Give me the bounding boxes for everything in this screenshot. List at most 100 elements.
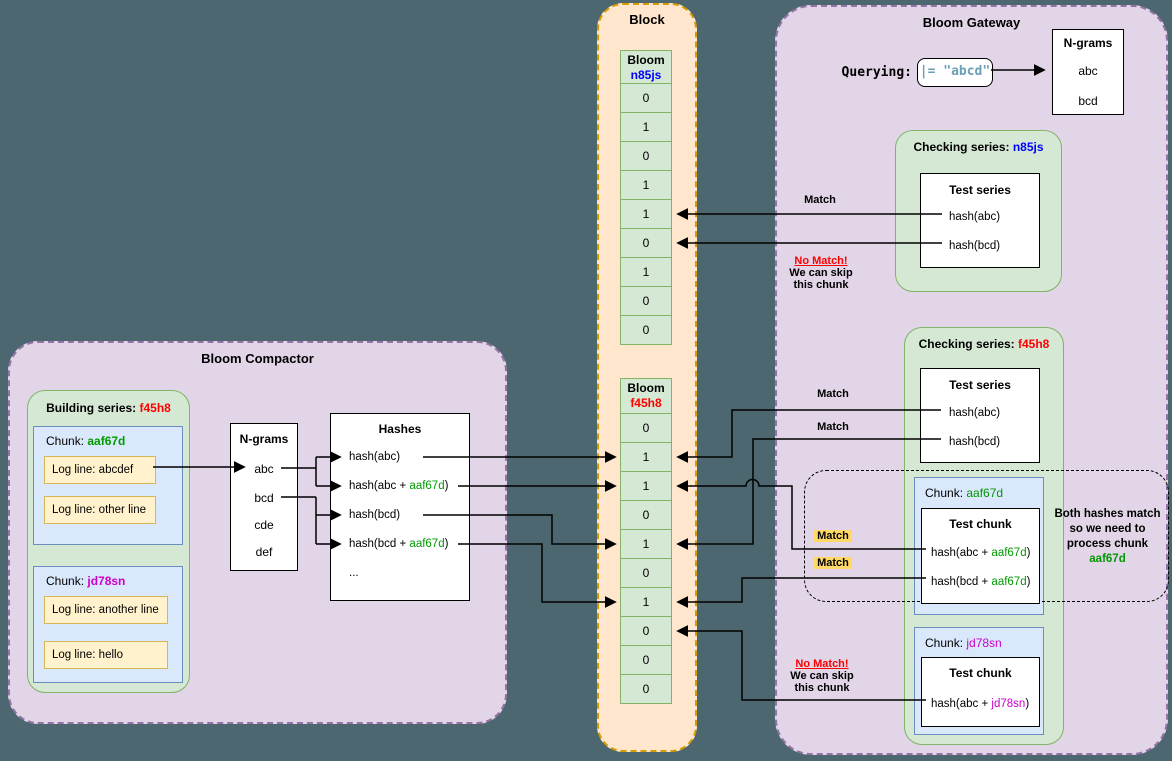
checking-label: Checking series: (913, 140, 1013, 154)
skip-line-2: this chunk (793, 279, 849, 291)
test-hash-abc: hash(abc) (949, 211, 1001, 223)
ngrams-right-box: N-grams abc bcd (1052, 29, 1124, 115)
no-match-label: No Match! (795, 658, 849, 670)
hash-item-ellipsis: ... (349, 567, 359, 579)
match-highlighted: Match (814, 530, 852, 542)
bloom-bit: 1 (620, 471, 672, 501)
checking-series-id: n85js (1012, 140, 1044, 154)
bloom-f45h8-header: Bloom f45h8 (620, 378, 672, 414)
bloom-bit: 0 (620, 645, 672, 675)
chunk-id: aaf67d (87, 434, 126, 448)
bloom-series-id: n85js (630, 68, 662, 82)
bloom-bit: 0 (620, 616, 672, 646)
bloom-bit: 0 (620, 500, 672, 530)
gateway-chunk-jd78sn-label: Chunk: jd78sn (925, 636, 1002, 650)
skip-line-1: We can skip (790, 670, 854, 682)
ngrams-left-title: N-grams (239, 432, 289, 446)
ngram-item: abc (1078, 64, 1098, 78)
hash-item-abc: hash(abc) (349, 451, 401, 463)
ngram-item: bcd (1078, 94, 1098, 108)
match-label-chunk-bcd: Match (803, 557, 863, 569)
bloom-bit: 0 (620, 83, 672, 113)
ngrams-left-box: N-grams abc bcd cde def (230, 423, 298, 571)
checking-series-f45h8-box: Checking series: f45h8 Test series hash(… (804, 327, 1169, 745)
skip-line-1: We can skip (789, 267, 853, 279)
chunk-aaf67d-label: Chunk: aaf67d (46, 434, 125, 448)
test-series-f45h8-box: Test series hash(abc) hash(bcd) (920, 368, 1040, 463)
test-chunk-title: Test chunk (949, 666, 1012, 680)
hash-pre: hash(bcd + (931, 576, 992, 588)
test-hash-bcd: hash(bcd) (949, 436, 1001, 448)
test-chunk-hash-bcd-aaf67d: hash(bcd + aaf67d) (931, 576, 1030, 588)
test-chunk-jd78sn-box: Test chunk hash(abc + jd78sn) (921, 657, 1040, 727)
log-line-hello: Log line: hello (44, 641, 168, 669)
bloom-compactor-title: Bloom Compactor (201, 351, 314, 366)
hash-pre: hash(abc + (349, 480, 410, 492)
block-title: Block (629, 12, 665, 27)
hash-pre: hash(abc + (931, 698, 992, 710)
ngrams-right-title: N-grams (1063, 36, 1113, 50)
bloom-bit: 0 (620, 558, 672, 588)
ngram-item: bcd (254, 491, 274, 505)
bloom-gateway-container: Bloom Gateway Querying: |= "abcd" N-gram… (775, 5, 1169, 755)
match-label-f45h8-abc: Match (817, 388, 849, 400)
hash-post: ) (1026, 547, 1031, 559)
bloom-bit: 0 (620, 413, 672, 443)
bloom-bit: 1 (620, 587, 672, 617)
bloom-bit: 0 (620, 674, 672, 704)
bloom-gateway-title: Bloom Gateway (922, 15, 1021, 30)
hash-id: aaf67d (409, 538, 445, 550)
gateway-chunk-jd78sn-box: Chunk: jd78sn Test chunk hash(abc + jd78… (914, 627, 1044, 735)
bloom-bit: 0 (620, 141, 672, 171)
hash-id: aaf67d (409, 480, 445, 492)
bloom-series-id: f45h8 (630, 396, 662, 410)
hash-id: aaf67d (991, 576, 1027, 588)
bloom-bit: 0 (620, 228, 672, 258)
checking-n85js-title: Checking series: n85js (896, 140, 1061, 154)
hashes-box: Hashes hash(abc) hash(abc + aaf67d) hash… (330, 413, 470, 601)
test-chunk-aaf67d-box: Test chunk hash(abc + aaf67d) hash(bcd +… (921, 508, 1040, 604)
chunk-label: Chunk: (925, 636, 967, 650)
no-match-n85js-block: No Match! We can skip this chunk (778, 255, 864, 291)
ngram-item: abc (254, 462, 274, 476)
test-chunk-hash-abc-aaf67d: hash(abc + aaf67d) (931, 547, 1030, 559)
log-line-another: Log line: another line (44, 596, 168, 624)
checking-f45h8-title: Checking series: f45h8 (905, 337, 1063, 351)
test-series-title: Test series (949, 183, 1011, 197)
bloom-n85js-header: Bloom n85js (620, 50, 672, 84)
hash-post: ) (1026, 576, 1031, 588)
hash-item-abc-aaf67d: hash(abc + aaf67d) (349, 480, 448, 492)
bloom-label: Bloom (627, 53, 665, 67)
bloom-bit: 1 (620, 170, 672, 200)
checking-series-id: f45h8 (1018, 337, 1050, 351)
test-hash-abc: hash(abc) (949, 407, 1001, 419)
test-chunk-title: Test chunk (949, 517, 1012, 531)
hash-pre: hash(bcd + (349, 538, 410, 550)
chunk-label: Chunk: (46, 574, 88, 588)
hash-id: jd78sn (991, 698, 1026, 710)
note-text: Both hashes match so we need to process … (1054, 508, 1161, 550)
match-label-chunk-abc: Match (803, 530, 863, 542)
no-match-jd78sn-block: No Match! We can skip this chunk (779, 658, 865, 694)
bloom-bit: 1 (620, 442, 672, 472)
bloom-bit: 1 (620, 112, 672, 142)
chunk-jd78sn-label: Chunk: jd78sn (46, 574, 125, 588)
test-series-title: Test series (949, 378, 1011, 392)
checking-series-n85js-box: Checking series: n85js Test series hash(… (895, 130, 1062, 292)
log-line-other: Log line: other line (44, 496, 156, 524)
note-chunk-id: aaf67d (1089, 553, 1126, 565)
query-expression-box: |= "abcd" (917, 58, 993, 87)
bloom-filter-n85js: Bloom n85js 0 1 0 1 1 0 1 0 0 (620, 50, 672, 345)
bloom-label: Bloom (627, 381, 665, 395)
bloom-bit: 1 (620, 199, 672, 229)
ngram-item: def (255, 545, 273, 559)
match-highlighted: Match (814, 557, 852, 569)
test-series-n85js-box: Test series hash(abc) hash(bcd) (920, 173, 1040, 268)
checking-label: Checking series: (918, 337, 1018, 351)
log-line-abcdef: Log line: abcdef (44, 456, 156, 484)
building-series-box: Building series: f45h8 Chunk: aaf67d Log… (27, 390, 190, 693)
skip-line-2: this chunk (794, 682, 850, 694)
bloom-bit: 1 (620, 257, 672, 287)
no-match-label: No Match! (794, 255, 848, 267)
